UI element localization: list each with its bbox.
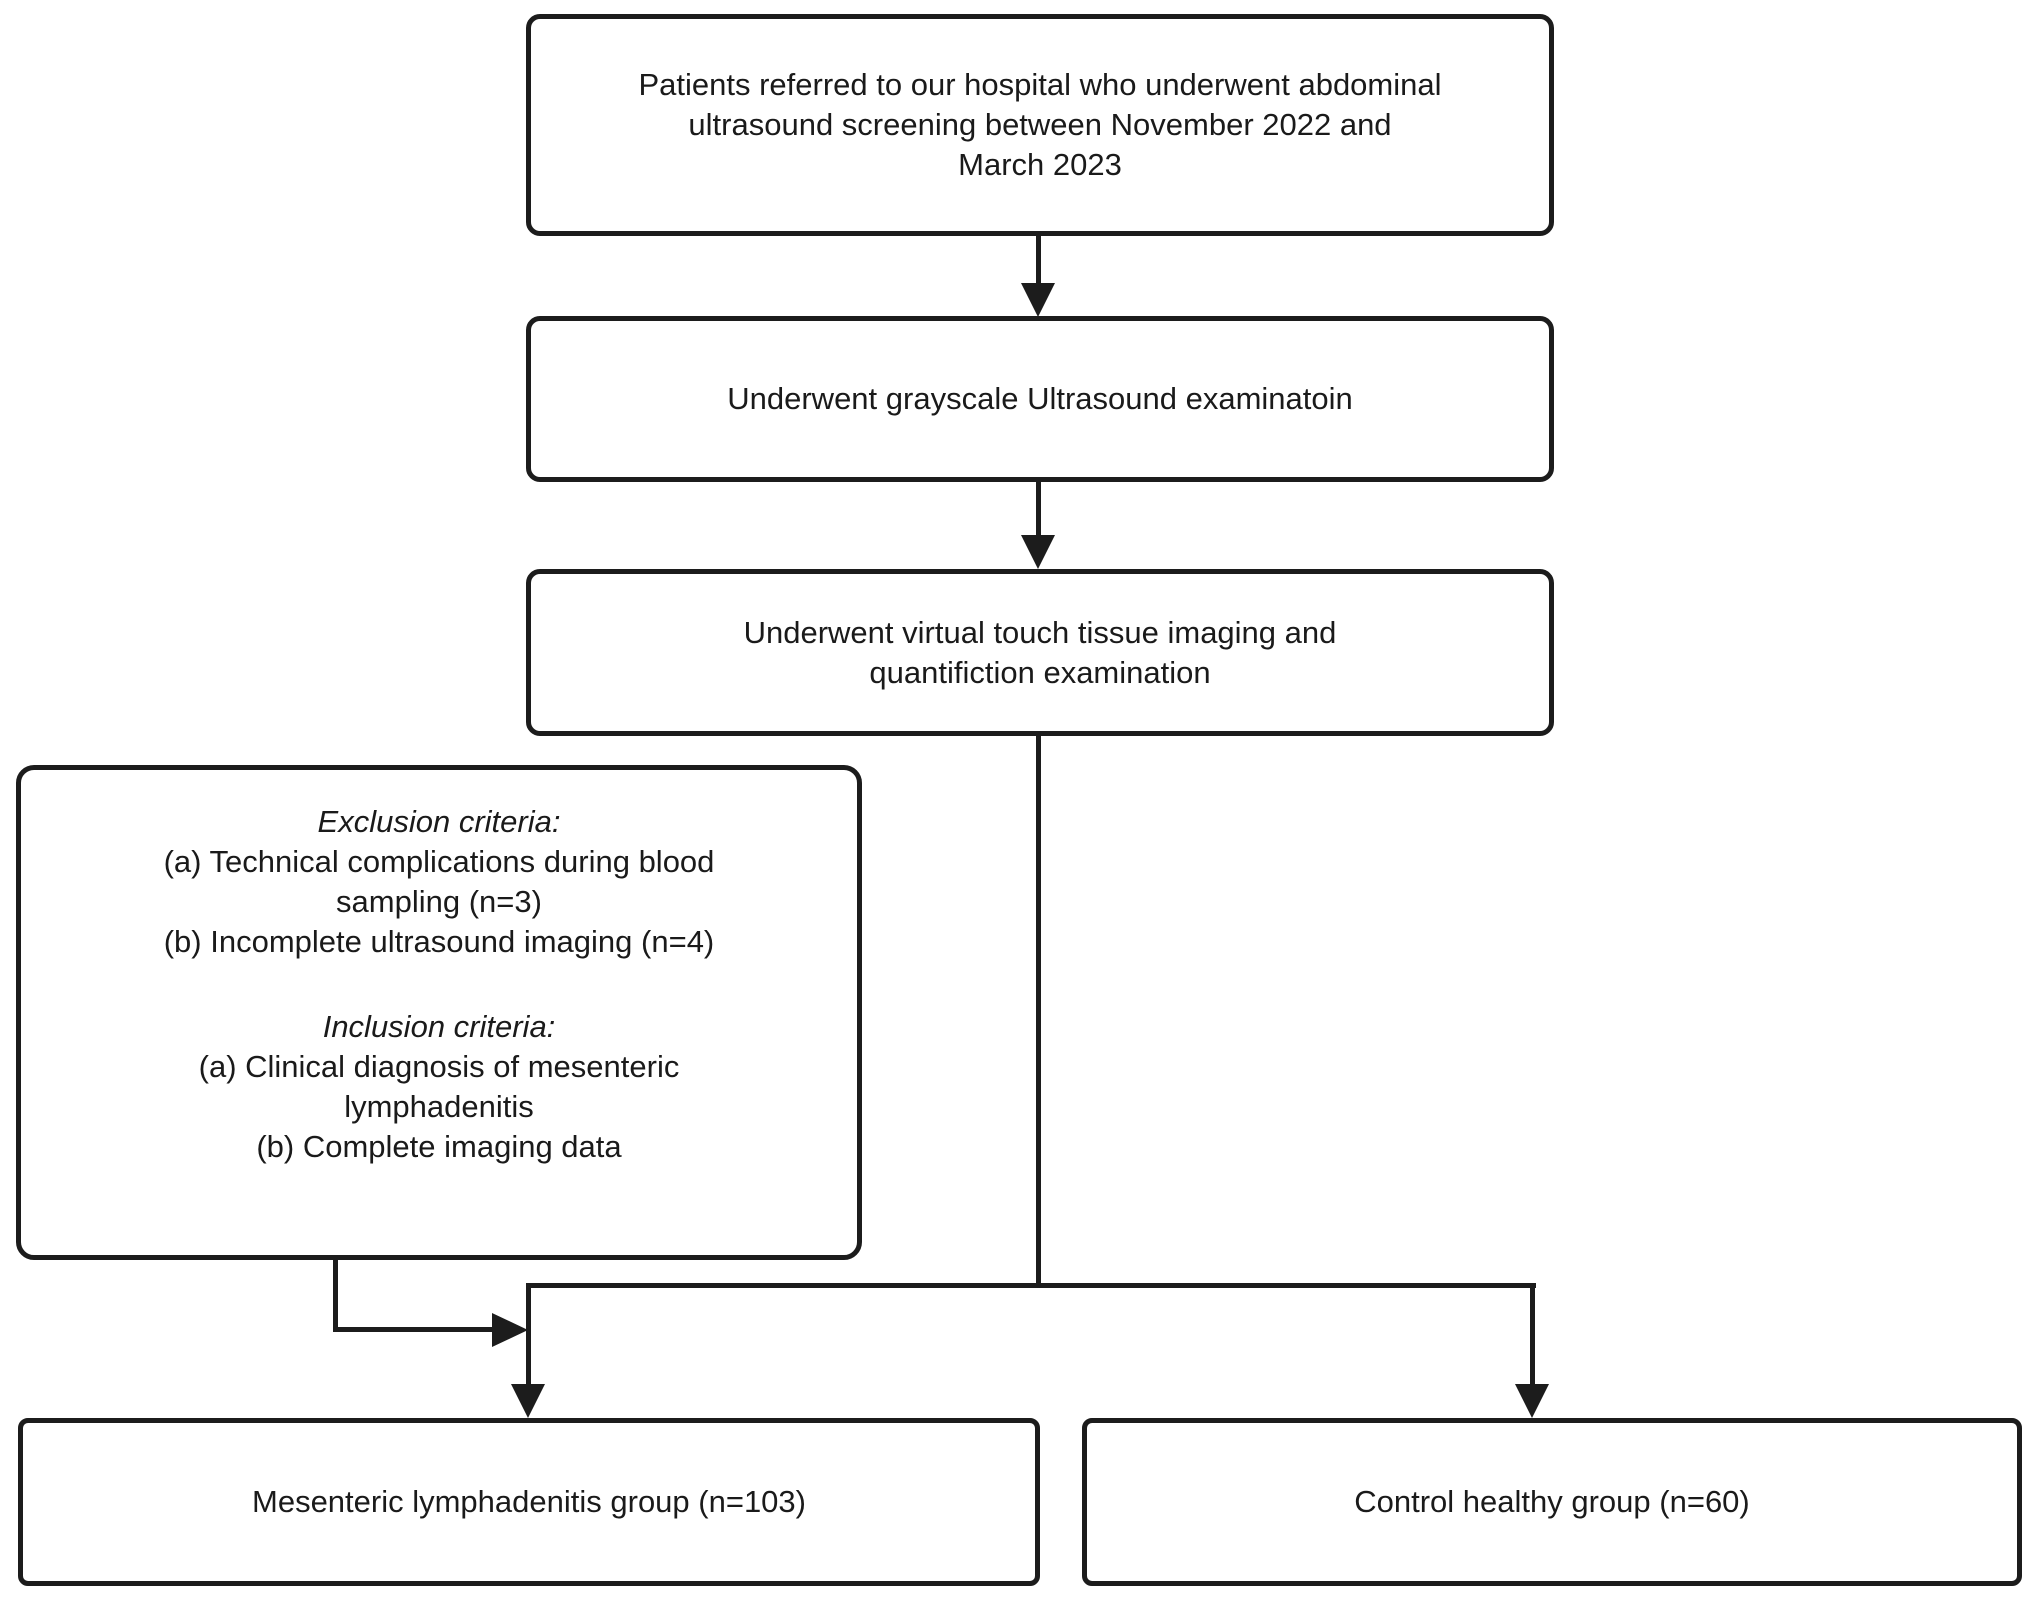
exclusion-criteria-title: Exclusion criteria:	[317, 804, 561, 839]
inclusion-criteria-title: Inclusion criteria:	[322, 1009, 556, 1044]
flow-box-vtiq: Underwent virtual touch tissue imaging a…	[526, 569, 1554, 736]
mesenteric-group-text: Mesenteric lymphadenitis group (n=103)	[252, 1484, 806, 1519]
flow-box-referral-text: Patients referred to our hospital who un…	[638, 67, 1442, 182]
criteria-content: Exclusion criteria: (a) Technical compli…	[21, 770, 857, 1167]
arrow-down-icon	[511, 1384, 545, 1418]
flow-box-referral: Patients referred to our hospital who un…	[526, 14, 1554, 236]
flow-box-grayscale-text: Underwent grayscale Ultrasound examinato…	[727, 381, 1353, 416]
inclusion-criteria-item: (b) Complete imaging data	[256, 1129, 622, 1164]
inclusion-criteria-item: (a) Clinical diagnosis of mesenteric lym…	[198, 1049, 680, 1124]
arrow-down-icon	[1515, 1384, 1549, 1418]
flow-box-criteria: Exclusion criteria: (a) Technical compli…	[16, 765, 862, 1260]
arrow-grayscale-to-vtiq-stem	[1036, 481, 1041, 538]
flow-box-control-group: Control healthy group (n=60)	[1082, 1418, 2022, 1586]
connector-criteria-vertical	[333, 1260, 338, 1331]
connector-criteria-horizontal	[333, 1327, 494, 1332]
exclusion-criteria-item: (b) Incomplete ultrasound imaging (n=4)	[163, 924, 715, 959]
criteria-spacer	[21, 962, 857, 1007]
arrow-down-icon	[1021, 283, 1055, 317]
flow-box-vtiq-text: Underwent virtual touch tissue imaging a…	[743, 614, 1337, 690]
flow-box-grayscale-ultrasound: Underwent grayscale Ultrasound examinato…	[526, 316, 1554, 482]
connector-split-horizontal	[528, 1283, 1536, 1288]
exclusion-criteria-item: (a) Technical complications during blood…	[163, 844, 715, 919]
arrow-down-icon	[1021, 535, 1055, 569]
connector-left-drop	[526, 1283, 531, 1387]
flow-box-mesenteric-group: Mesenteric lymphadenitis group (n=103)	[18, 1418, 1040, 1586]
arrow-right-icon	[492, 1313, 528, 1347]
connector-main-vertical	[1036, 735, 1041, 1288]
arrow-referral-to-grayscale-stem	[1036, 236, 1041, 286]
control-group-text: Control healthy group (n=60)	[1354, 1484, 1750, 1519]
connector-right-drop	[1530, 1283, 1535, 1387]
